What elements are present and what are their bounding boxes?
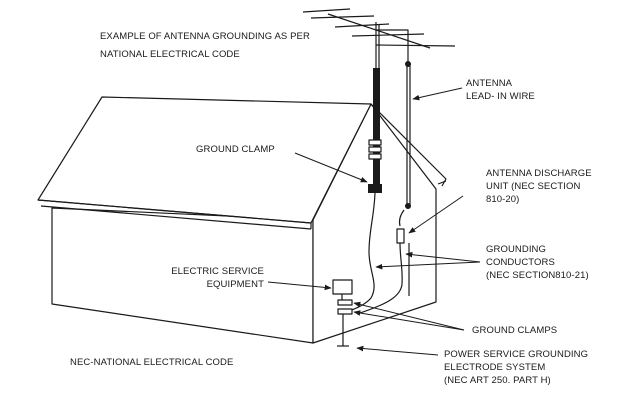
antenna-discharge-unit <box>396 228 405 244</box>
label-discharge-line-3: 810-20) <box>486 194 520 205</box>
antenna-element-5 <box>375 44 456 47</box>
electric-service-box <box>332 279 353 295</box>
nec-footnote: NEC-NATIONAL ELECTRICAL CODE <box>70 357 234 368</box>
arrow-conductors-1 <box>405 251 481 263</box>
arrow-conductors-2 <box>375 261 481 270</box>
arrow-ground-clamps-2 <box>353 310 465 331</box>
arrow-ground-clamp <box>294 152 368 183</box>
label-grounding-conductors: GROUNDING CONDUCTORS (NEC SECTION810-21) <box>486 243 589 282</box>
label-power-line-1: POWER SERVICE GROUNDING <box>444 349 589 360</box>
lead-in-wire <box>398 61 411 227</box>
label-ground-clamp: GROUND CLAMP <box>196 144 275 155</box>
antenna-element-4 <box>351 33 425 37</box>
arrow-power-service <box>356 345 439 356</box>
label-discharge-line-1: ANTENNA DISCHARGE <box>486 168 592 179</box>
label-conductors-line-3: (NEC SECTION810-21) <box>486 270 589 281</box>
title-line-2: NATIONAL ELECTRICAL CODE <box>100 49 240 60</box>
label-antenna-lead-in-line-1: ANTENNA <box>466 78 513 89</box>
label-service-line-1: ELECTRIC SERVICE <box>171 266 264 277</box>
leader-lines <box>267 87 481 356</box>
label-power-service-grounding: POWER SERVICE GROUNDING ELECTRODE SYSTEM… <box>444 348 588 387</box>
arrow-lead-in <box>412 87 463 101</box>
antenna-element-1 <box>302 8 351 13</box>
ground-clamp-lower <box>337 308 353 315</box>
label-antenna-lead-in-line-2: LEAD- IN WIRE <box>466 91 535 102</box>
label-discharge-line-2: UNIT (NEC SECTION <box>486 181 581 192</box>
house-outline <box>37 96 447 344</box>
label-power-line-2: ELECTRODE SYSTEM <box>444 362 546 373</box>
arrow-discharge-unit <box>408 195 464 234</box>
label-antenna-discharge-unit: ANTENNA DISCHARGE UNIT (NEC SECTION 810-… <box>486 167 592 206</box>
label-conductors-line-2: CONDUCTORS <box>486 257 555 268</box>
label-service-line-2: EQUIPMENT <box>206 279 264 290</box>
antenna-mount <box>376 29 409 64</box>
antenna <box>302 8 456 68</box>
roof-edge <box>370 103 447 187</box>
title-line-1: EXAMPLE OF ANTENNA GROUNDING AS PER <box>100 31 310 42</box>
label-antenna-lead-in: ANTENNA LEAD- IN WIRE <box>466 77 535 103</box>
arrow-ground-clamps-1 <box>353 301 465 331</box>
title: EXAMPLE OF ANTENNA GROUNDING AS PER NATI… <box>100 30 310 61</box>
label-power-line-3: (NEC ART 250. PART H) <box>444 375 551 386</box>
grounding-conductor-discharge <box>356 242 403 315</box>
label-electric-service-equipment: ELECTRIC SERVICE EQUIPMENT <box>130 265 264 291</box>
mast-standoffs <box>368 139 382 160</box>
ground-clamp-upper <box>337 299 353 306</box>
label-ground-clamps: GROUND CLAMPS <box>472 325 558 336</box>
antenna-element-2 <box>310 15 375 19</box>
ground-clamp-block <box>368 184 382 193</box>
label-conductors-line-1: GROUNDING <box>486 244 547 255</box>
arrow-service-equipment <box>267 281 332 291</box>
antenna-mast <box>373 68 380 190</box>
